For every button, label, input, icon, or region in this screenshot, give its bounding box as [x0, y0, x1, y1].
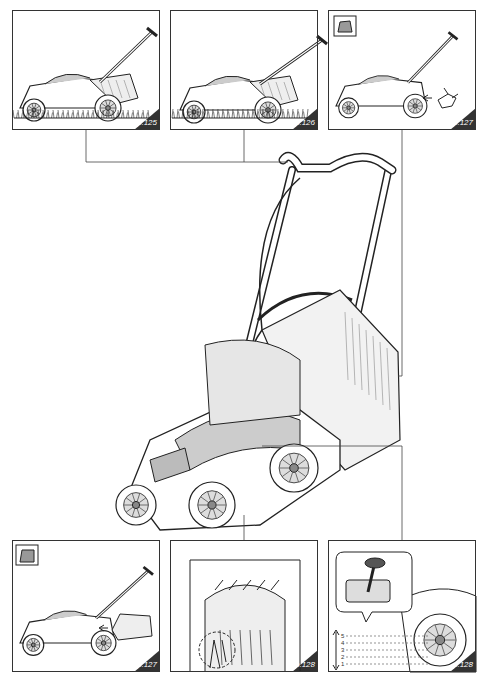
corner-tab — [292, 108, 318, 130]
page-reference: p.128 — [295, 661, 315, 669]
page-reference: p.127 — [137, 661, 157, 669]
height-setting: 3 — [340, 647, 345, 653]
height-setting: 5 — [340, 633, 345, 639]
panel-art — [13, 16, 476, 672]
view-panel: p.125 — [12, 10, 160, 130]
height-setting: 2 — [340, 654, 345, 660]
height-setting: 1 — [340, 661, 345, 667]
corner-tab — [450, 108, 476, 130]
lawnmower — [116, 156, 400, 530]
view-panel: p.126 — [170, 10, 318, 130]
corner-tab — [134, 650, 160, 672]
view-panel: p.128 — [170, 540, 318, 672]
height-setting: 4 — [340, 640, 345, 646]
leader-lines — [86, 130, 402, 540]
corner-tab — [292, 650, 318, 672]
page-reference: p.126 — [295, 119, 315, 127]
page-reference: p.127 — [453, 119, 473, 127]
view-panel: p.127 — [12, 540, 160, 672]
page-reference: p.125 — [137, 119, 157, 127]
page-reference: p.128 — [453, 661, 473, 669]
view-panel: p.127 — [328, 10, 476, 130]
corner-tab — [134, 108, 160, 130]
view-panel: p.128 — [328, 540, 476, 672]
